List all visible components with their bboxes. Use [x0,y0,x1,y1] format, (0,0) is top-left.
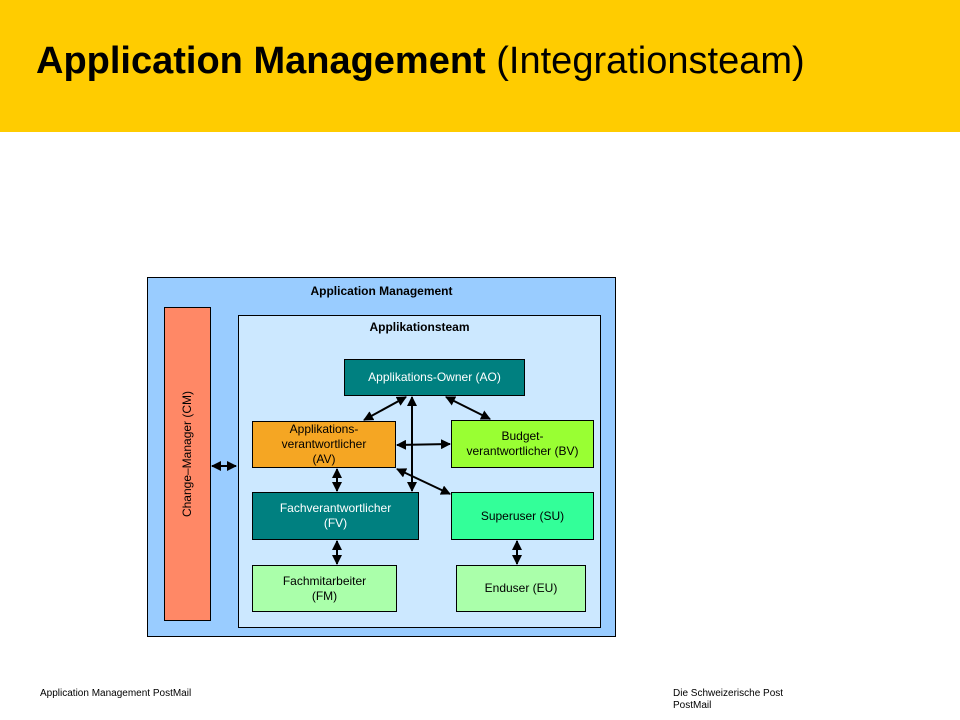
change-manager-box [164,307,211,621]
page-title-light: (Integrationsteam) [496,40,805,82]
application-management-label: Application Management [310,284,453,298]
title-banner [0,0,960,132]
node-fachverantwortlicher: Fachverantwortlicher (FV) [252,492,419,540]
page-title: Application Management (Integrationsteam… [36,40,805,83]
node-fachmitarbeiter: Fachmitarbeiter (FM) [252,565,397,612]
node-bv-label: Budget- verantwortlicher (BV) [466,429,579,458]
applikationsteam-label: Applikationsteam [369,320,470,334]
page-title-bold: Application Management [36,40,486,82]
node-ao-label: Applikations-Owner (AO) [368,370,501,384]
change-manager-label: Change–Manager (CM) [180,390,194,518]
node-av-label: Applikations- verantwortlicher (AV) [281,422,367,466]
node-eu-label: Enduser (EU) [484,581,558,595]
footer-left-text: Application Management PostMail [40,688,192,699]
node-enduser: Enduser (EU) [456,565,586,612]
node-superuser: Superuser (SU) [451,492,594,540]
node-fv-label: Fachverantwortlicher (FV) [279,501,392,530]
node-applikations-owner: Applikations-Owner (AO) [344,359,525,396]
node-fm-label: Fachmitarbeiter (FM) [282,573,367,603]
node-budgetverantwortlicher: Budget- verantwortlicher (BV) [451,420,594,468]
footer-right-text: Die Schweizerische Post PostMail [673,688,784,711]
node-su-label: Superuser (SU) [480,508,565,523]
node-applikationsverantwortlicher: Applikations- verantwortlicher (AV) [252,421,396,468]
